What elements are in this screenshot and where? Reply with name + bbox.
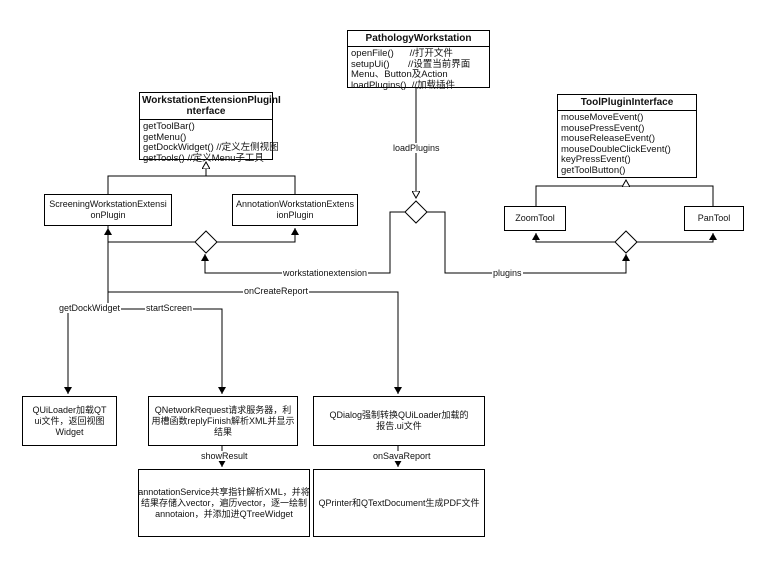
node-qnetworkrequest: QNetworkRequest请求服务器，利 用槽函数replyFinish解析… bbox=[148, 396, 298, 446]
edge-start-screen bbox=[108, 308, 226, 394]
class-title: PathologyWorkstation bbox=[348, 31, 489, 47]
edge-plugins bbox=[427, 211, 630, 274]
class-title: WorkstationExtensionPluginI nterface bbox=[140, 93, 281, 120]
edge-label-show-result: showResult bbox=[200, 451, 249, 461]
node-screening-plugin: ScreeningWorkstationExtensi onPlugin bbox=[44, 194, 172, 226]
class-methods: openFile() //打开文件 setupUi() //设置当前界面 Men… bbox=[351, 48, 471, 91]
class-methods: getToolBar() getMenu() getDockWidget() /… bbox=[143, 121, 279, 164]
diamond-extension-branch bbox=[194, 230, 218, 254]
edge-to-annotation bbox=[217, 228, 299, 243]
edge-label-load-plugins: loadPlugins bbox=[392, 143, 441, 153]
diamond-tool-branch bbox=[614, 230, 638, 254]
node-quiloader: QUiLoader加载QT ui文件，返回视图 Widget bbox=[22, 396, 117, 446]
edge-on-create-report bbox=[108, 291, 402, 394]
class-methods: mouseMoveEvent() mousePressEvent() mouse… bbox=[561, 112, 671, 176]
diamond-load-plugins bbox=[404, 200, 428, 224]
class-tool-plugin-interface: ToolPluginInterface mouseMoveEvent() mou… bbox=[557, 94, 697, 178]
edge-label-on-create-report: onCreateReport bbox=[243, 286, 310, 296]
node-annotation-service: annotationService共享指针解析XML，并将 结果存储入vecto… bbox=[138, 469, 310, 537]
edge-to-zoomtool bbox=[532, 233, 615, 243]
edge-label-start-screen: startScreen bbox=[145, 303, 194, 313]
edge-tool-impl-bar bbox=[535, 185, 714, 206]
edge-label-workstation-extension: workstationextension bbox=[282, 268, 369, 278]
edge-label-on-sava-report: onSavaReport bbox=[372, 451, 432, 461]
edge-impl-bar bbox=[107, 175, 296, 194]
node-qdialog: QDialog强制转换QUiLoader加载的 报告.ui文件 bbox=[313, 396, 485, 446]
edge-to-pantool bbox=[637, 233, 717, 243]
edge-to-screening bbox=[104, 228, 195, 243]
edge-label-plugins: plugins bbox=[492, 268, 523, 278]
node-zoomtool: ZoomTool bbox=[504, 206, 566, 231]
class-title: ToolPluginInterface bbox=[558, 95, 696, 111]
node-pantool: PanTool bbox=[684, 206, 744, 231]
edge-workstation-extension bbox=[201, 211, 405, 274]
node-annotation-plugin: AnnotationWorkstationExtens ionPlugin bbox=[232, 194, 358, 226]
class-workstation-extension-plugin-interface: WorkstationExtensionPluginI nterface get… bbox=[139, 92, 281, 163]
class-pathology-workstation: PathologyWorkstation openFile() //打开文件 s… bbox=[347, 30, 490, 90]
edge-label-get-dock-widget: getDockWidget bbox=[58, 303, 122, 313]
node-qprinter: QPrinter和QTextDocument生成PDF文件 bbox=[313, 469, 485, 537]
